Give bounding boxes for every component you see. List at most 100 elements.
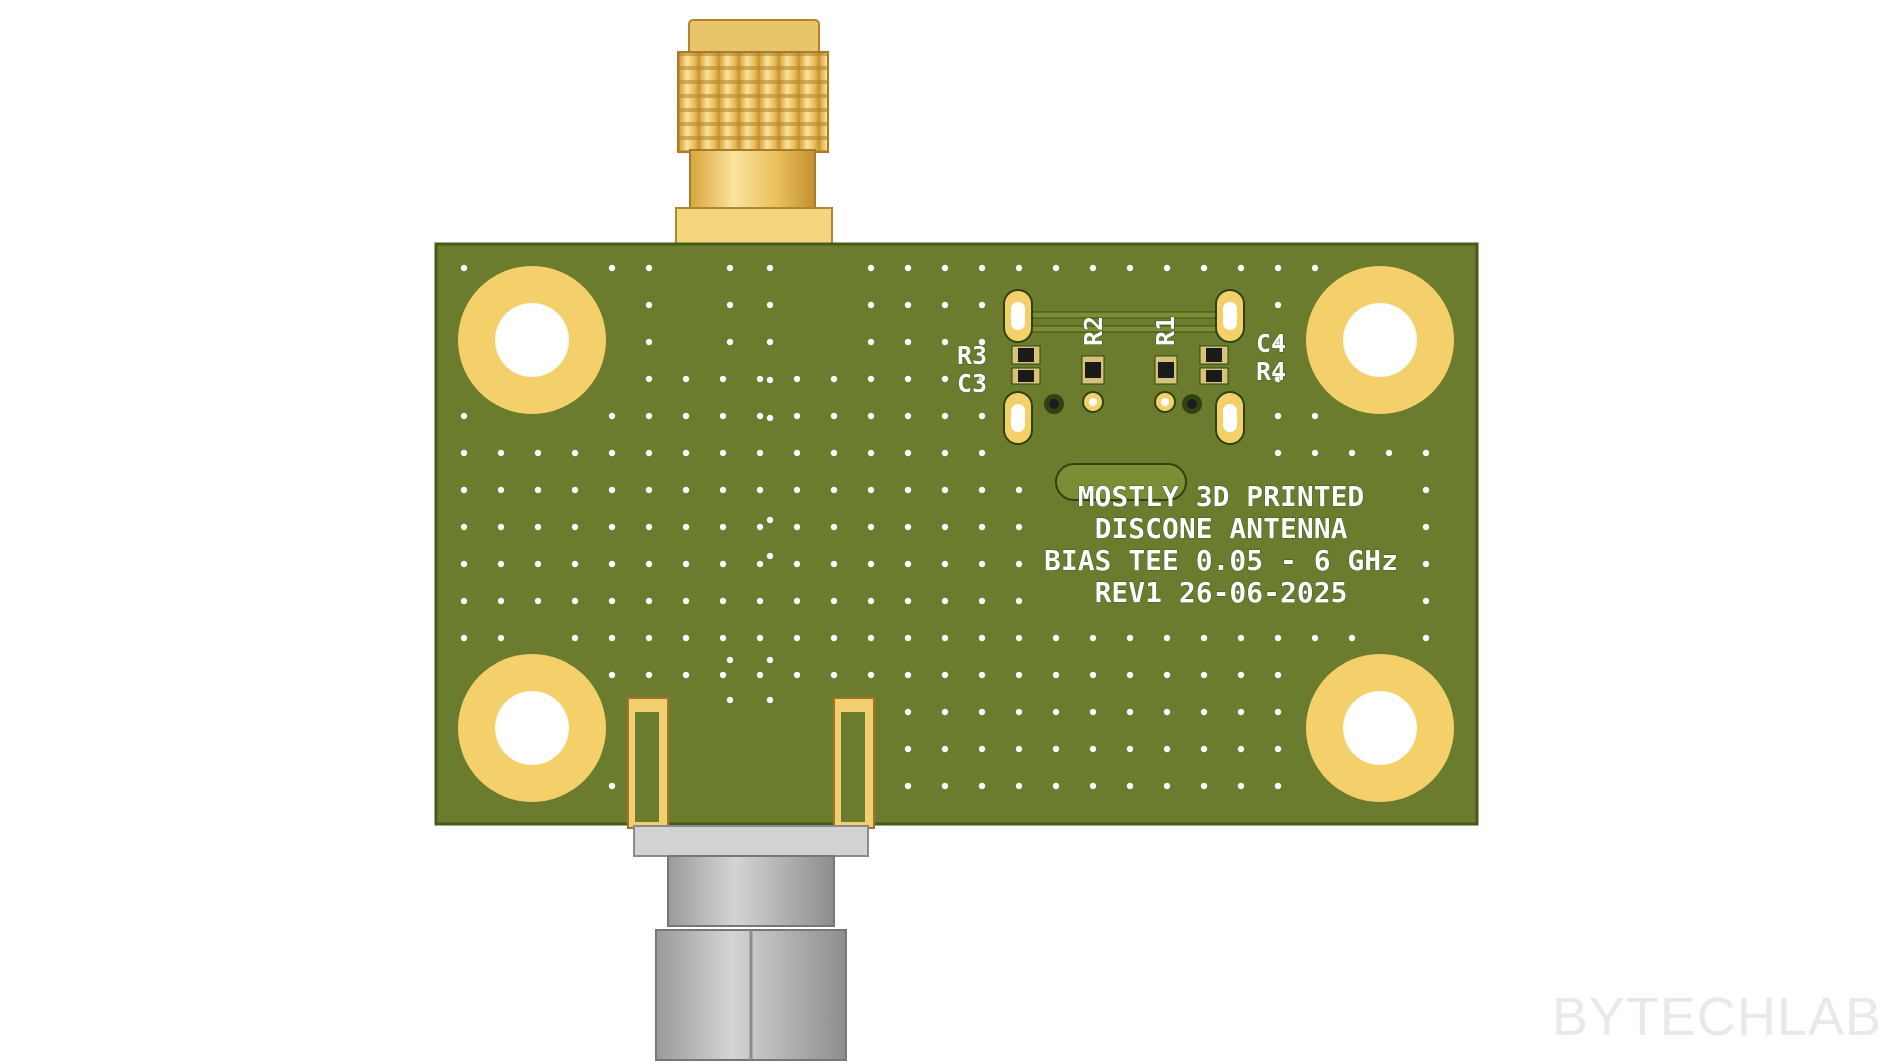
via (830, 560, 838, 568)
via (941, 597, 949, 605)
via (1052, 782, 1060, 790)
via (830, 486, 838, 494)
via (497, 597, 505, 605)
via (766, 376, 774, 384)
via (904, 597, 912, 605)
via (756, 449, 764, 457)
via (1015, 264, 1023, 272)
via (830, 523, 838, 531)
via (571, 560, 579, 568)
via (1237, 671, 1245, 679)
via (1274, 671, 1282, 679)
via (726, 264, 734, 272)
via (571, 486, 579, 494)
via (941, 264, 949, 272)
via (978, 745, 986, 753)
via (941, 486, 949, 494)
via (460, 449, 468, 457)
via (608, 782, 616, 790)
via (460, 412, 468, 420)
via (1089, 634, 1097, 642)
via (793, 671, 801, 679)
component-area (1003, 289, 1245, 501)
via (1348, 634, 1356, 642)
via (1089, 264, 1097, 272)
via (978, 560, 986, 568)
via (1200, 708, 1208, 716)
via (830, 375, 838, 383)
via (793, 449, 801, 457)
via (719, 560, 727, 568)
designator-r2: R2 (1079, 316, 1108, 346)
via (830, 449, 838, 457)
via (766, 516, 774, 524)
via (1385, 449, 1393, 457)
via (1015, 523, 1023, 531)
via (941, 671, 949, 679)
via (867, 301, 875, 309)
via (793, 412, 801, 420)
via (766, 552, 774, 560)
via (534, 597, 542, 605)
via (608, 486, 616, 494)
via (1052, 634, 1060, 642)
via (1126, 671, 1134, 679)
via (978, 523, 986, 531)
via (793, 523, 801, 531)
via (830, 634, 838, 642)
via (867, 375, 875, 383)
via (756, 597, 764, 605)
via (941, 523, 949, 531)
via (867, 560, 875, 568)
via (1274, 412, 1282, 420)
silk-title-line-2: DISCONE ANTENNA (1095, 512, 1348, 545)
via (904, 449, 912, 457)
via (571, 449, 579, 457)
via (978, 449, 986, 457)
via (756, 634, 764, 642)
via (1311, 264, 1319, 272)
via (1163, 264, 1171, 272)
via (766, 696, 774, 704)
via (904, 412, 912, 420)
via (1274, 338, 1282, 346)
via (830, 597, 838, 605)
via (719, 634, 727, 642)
via (1422, 449, 1430, 457)
via (608, 523, 616, 531)
via (1200, 634, 1208, 642)
via (645, 486, 653, 494)
via (682, 597, 690, 605)
via (1274, 782, 1282, 790)
via (497, 634, 505, 642)
via (608, 634, 616, 642)
via (1089, 782, 1097, 790)
via (978, 264, 986, 272)
via (941, 708, 949, 716)
via (571, 523, 579, 531)
via (941, 412, 949, 420)
via (460, 560, 468, 568)
via (1274, 375, 1282, 383)
via (756, 375, 764, 383)
via (1274, 301, 1282, 309)
designator-r4: R4 (1256, 357, 1286, 386)
via (756, 560, 764, 568)
via (1126, 264, 1134, 272)
silk-title-line-4: REV1 26-06-2025 (1095, 576, 1348, 609)
via (682, 449, 690, 457)
via (1237, 634, 1245, 642)
via (941, 301, 949, 309)
via (904, 708, 912, 716)
via (756, 486, 764, 494)
via (719, 597, 727, 605)
via (1015, 486, 1023, 494)
via (460, 486, 468, 494)
via (1200, 264, 1208, 272)
via (867, 597, 875, 605)
via (756, 412, 764, 420)
via (793, 560, 801, 568)
via (904, 301, 912, 309)
via (534, 486, 542, 494)
via (1422, 634, 1430, 642)
